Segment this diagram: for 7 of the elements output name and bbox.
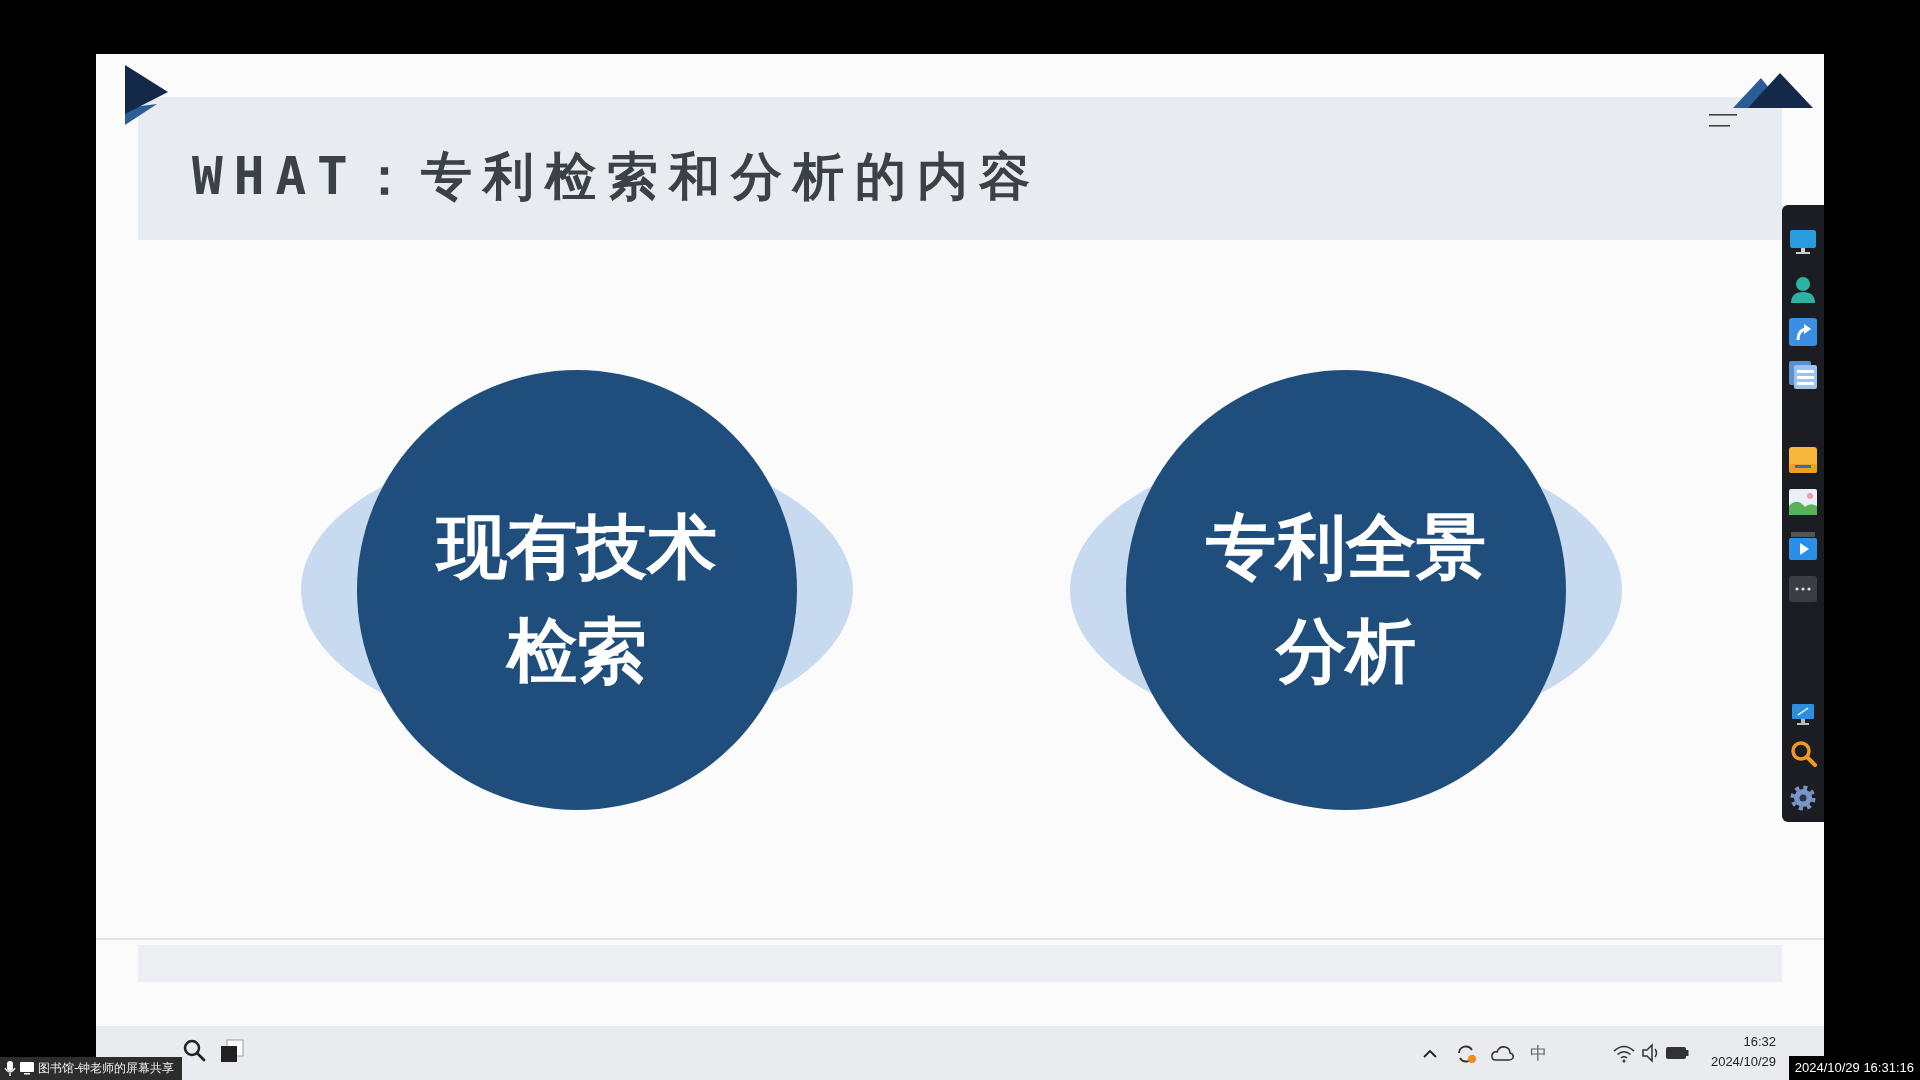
slide-title: WHAT：专利检索和分析的内容 bbox=[192, 147, 1041, 207]
share-label: 图书馆-钟老师的屏幕共享 bbox=[38, 1060, 175, 1077]
clock-time: 16:32 bbox=[1743, 1034, 1776, 1050]
node-label: 专利全景分析 bbox=[1205, 505, 1487, 694]
input-method-label: 中 bbox=[1530, 1042, 1547, 1064]
clock-date: 2024/10/29 bbox=[1710, 1054, 1776, 1070]
node-label: 现有技术检索 bbox=[434, 505, 718, 694]
